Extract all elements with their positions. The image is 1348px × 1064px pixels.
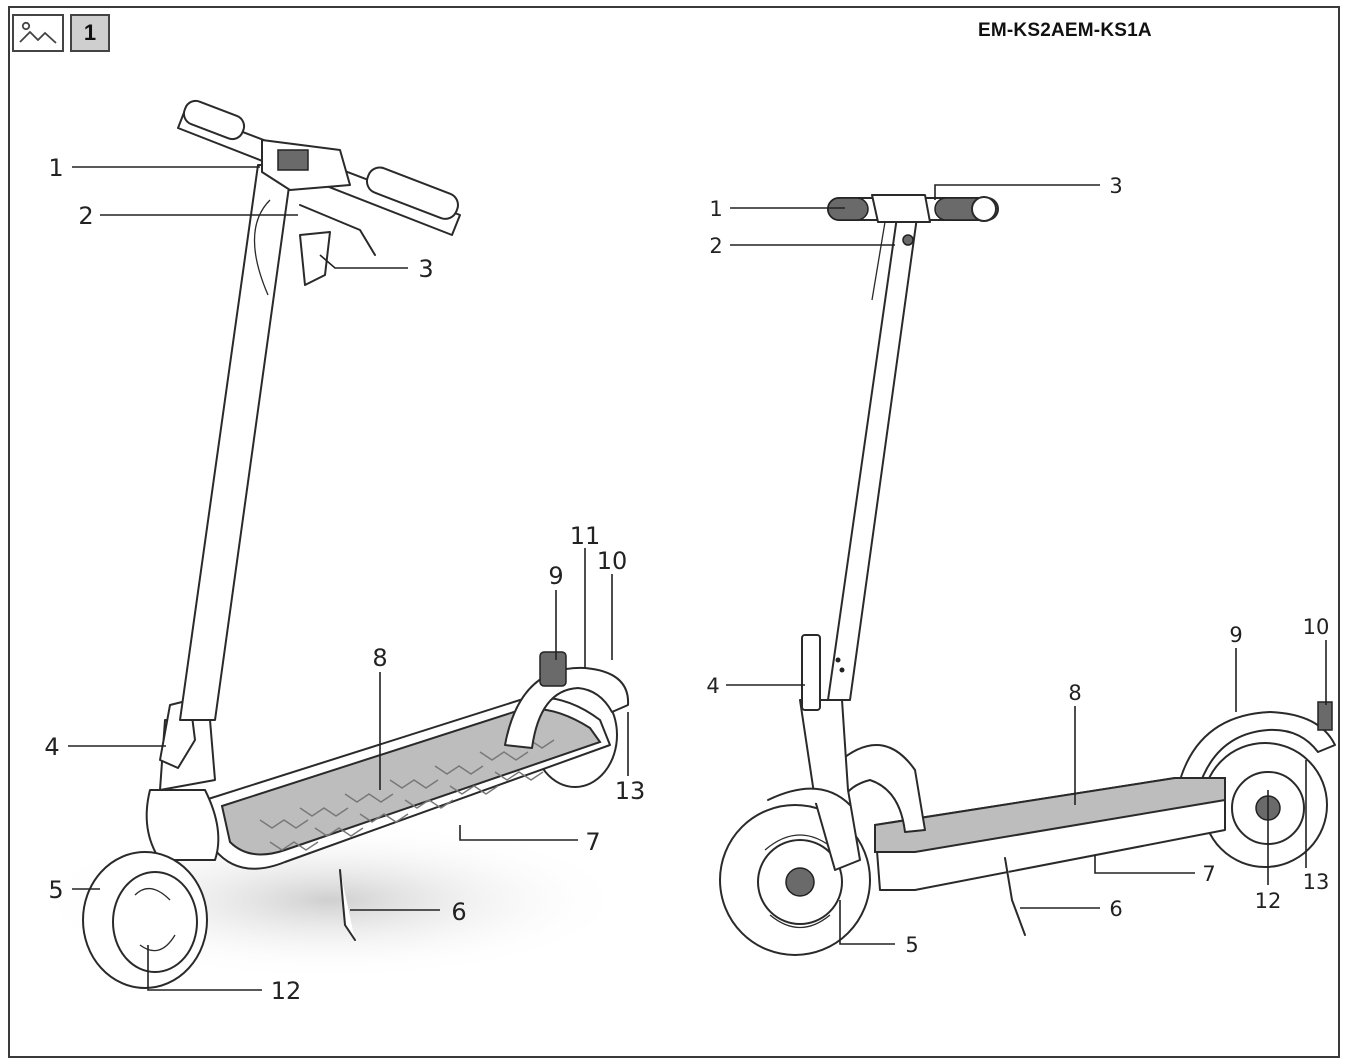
- right-callout-4: 4: [706, 674, 719, 698]
- right-callout-3: 3: [1109, 174, 1122, 198]
- page-frame: [8, 6, 1340, 1058]
- right-scooter-illustration: [719, 194, 1336, 956]
- page-number-badge: 1: [70, 14, 110, 52]
- left-callout-10: 10: [597, 547, 628, 575]
- right-leader-lines: [726, 184, 1327, 945]
- right-callout-2: 2: [709, 234, 722, 258]
- right-callout-13: 13: [1303, 870, 1330, 894]
- left-callout-9: 9: [548, 562, 563, 590]
- image-icon: [12, 14, 64, 52]
- left-callout-5: 5: [48, 876, 63, 904]
- right-callout-8: 8: [1068, 681, 1081, 705]
- left-callout-8: 8: [372, 644, 387, 672]
- left-callout-6: 6: [451, 898, 466, 926]
- left-callout-1: 1: [48, 154, 63, 182]
- left-callout-labels: 1 2 3 4 5 6 7 8 9 10 11 12 13: [44, 154, 645, 1005]
- left-leader-lines: [68, 166, 629, 991]
- left-callout-2: 2: [78, 202, 93, 230]
- right-callout-6: 6: [1109, 897, 1122, 921]
- left-callout-13: 13: [615, 777, 646, 805]
- left-callout-11: 11: [570, 522, 601, 550]
- right-callout-12: 12: [1255, 889, 1282, 913]
- left-callout-12: 12: [271, 977, 302, 1005]
- right-callout-5: 5: [905, 933, 918, 957]
- right-callout-10: 10: [1303, 615, 1330, 639]
- right-callout-1: 1: [709, 197, 722, 221]
- right-callout-labels: 1 2 3 4 5 6 7 8 9 10 12 13: [706, 174, 1329, 957]
- left-callout-7: 7: [585, 828, 600, 856]
- right-callout-9: 9: [1229, 623, 1242, 647]
- left-callout-4: 4: [44, 733, 59, 761]
- model-title: EM-KS2AEM-KS1A: [978, 20, 1152, 41]
- left-scooter-illustration: [30, 99, 630, 989]
- left-callout-3: 3: [418, 255, 433, 283]
- right-callout-7: 7: [1202, 862, 1215, 886]
